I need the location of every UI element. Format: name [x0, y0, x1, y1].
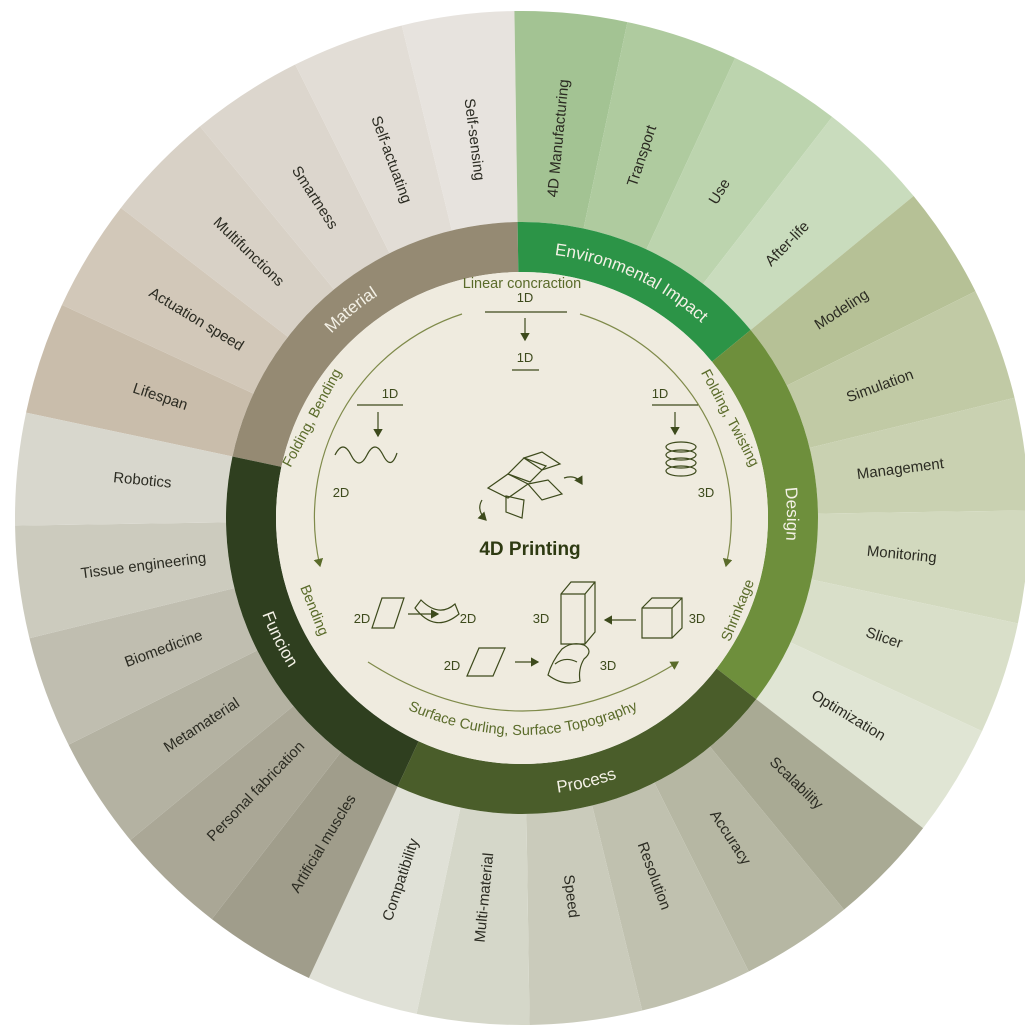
label-2d-left: 2D	[333, 485, 350, 500]
4d-printing-icon	[477, 451, 583, 521]
segment-optimization	[756, 642, 983, 829]
label-1d-top: 1D	[517, 290, 534, 305]
segment-tissue-engineering	[15, 522, 235, 639]
label-3d-right: 3D	[698, 485, 715, 500]
category-band-function	[225, 456, 419, 787]
segment-biomedicine	[29, 588, 258, 745]
label-3d-shrink-left: 3D	[533, 611, 550, 626]
segment-artificial-muscles	[211, 752, 398, 979]
segment-metamaterial	[68, 650, 294, 841]
label-3d-shrink-right: 3D	[689, 611, 706, 626]
bending-1d-illustration	[334, 404, 403, 464]
label-2d-bending-left: 2D	[354, 611, 371, 626]
center-title: 4D Printing	[479, 539, 580, 560]
segment-compatibility	[308, 786, 461, 1014]
segment-self-actuating	[295, 25, 452, 254]
segment-use	[646, 57, 833, 284]
segment-resolution	[592, 782, 749, 1011]
category-band-process	[397, 668, 757, 814]
segment-monitoring	[811, 510, 1025, 624]
surface-curling-illustration	[466, 643, 590, 684]
label-1d-left: 1D	[382, 386, 399, 401]
segment-multifunctions	[120, 126, 335, 337]
segment-slicer	[790, 579, 1018, 732]
segment-smartness	[199, 64, 390, 290]
twisting-1d-illustration	[652, 404, 698, 477]
segment-simulation	[786, 291, 1015, 448]
segment-personal-fabrication	[130, 705, 341, 920]
segment-lifespan	[26, 304, 254, 457]
linear-contraction-illustration	[485, 311, 567, 371]
category-band-material	[232, 222, 519, 467]
category-band-design	[712, 330, 819, 700]
label-1d-bottom: 1D	[517, 350, 534, 365]
shrinkage-illustration	[560, 581, 683, 645]
bending-2d-illustration	[371, 597, 460, 629]
arc-arrow-left	[313, 313, 463, 568]
arc-arrow-right	[579, 313, 733, 568]
category-band-environmental	[517, 222, 751, 362]
segment-robotics	[15, 412, 233, 526]
arc-arrow-bottom	[367, 661, 680, 712]
label-3d-surface: 3D	[600, 658, 617, 673]
segment-after-life	[703, 116, 914, 331]
segment-modeling	[750, 195, 976, 386]
segment-transport	[583, 22, 736, 250]
segment-actuation-speed	[61, 207, 288, 394]
label-2d-bending-right: 2D	[460, 611, 477, 626]
segment-multi-material	[416, 807, 530, 1025]
segment-speed	[526, 805, 643, 1025]
segment-management	[809, 397, 1025, 514]
segment-label-monitoring: Monitoring	[866, 543, 937, 567]
segment-self-sensing	[401, 11, 518, 231]
segment-accuracy	[654, 746, 845, 972]
segment-scalability	[709, 699, 924, 910]
label-2d-surface: 2D	[444, 658, 461, 673]
segment-label-robotics: Robotics	[112, 469, 172, 492]
category-label-design: Design	[781, 486, 802, 541]
segment-4d-manufacturing	[514, 10, 628, 229]
label-1d-right: 1D	[652, 386, 669, 401]
core-flow-arrows	[313, 313, 733, 712]
linear-contraction-label: Linear concraction	[463, 276, 582, 292]
segment-label-speed: Speed	[560, 874, 582, 919]
